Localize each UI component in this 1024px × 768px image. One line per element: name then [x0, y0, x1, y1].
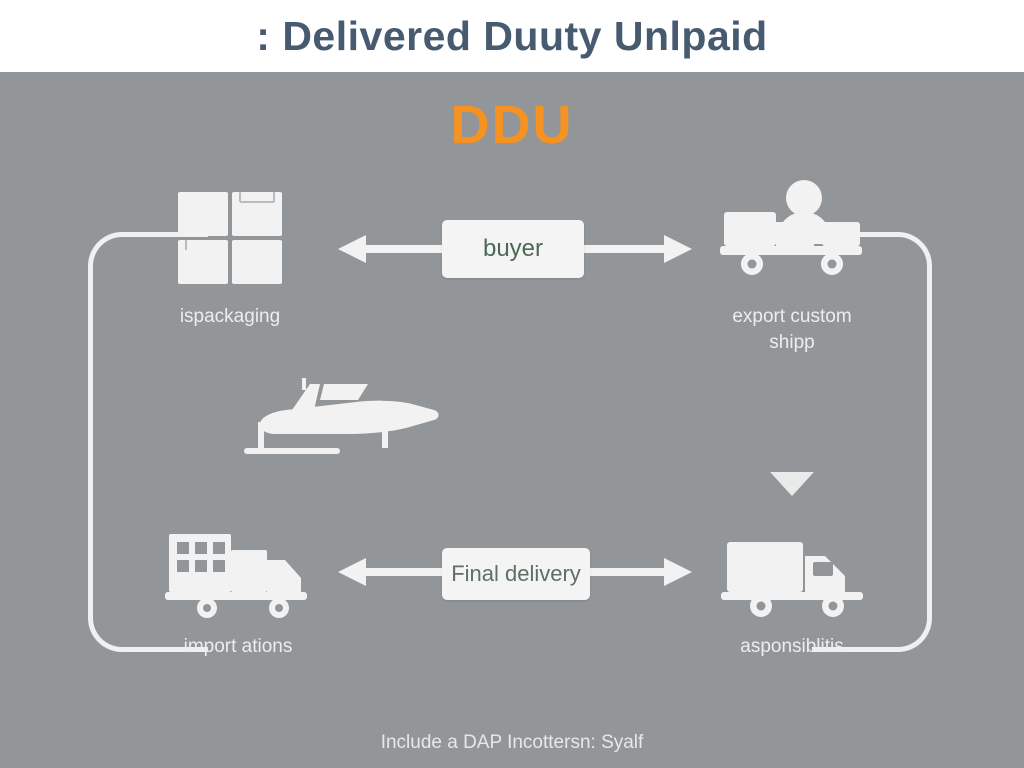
node-import-label: import ations: [183, 636, 293, 657]
title-band: : Delivered Duuty Unlpaid: [0, 0, 1024, 72]
chip-buyer-label: buyer: [482, 235, 544, 262]
chevron-down-icon: [770, 472, 814, 496]
diagram-canvas: DDU: [0, 72, 1024, 768]
truck-person-icon: [662, 172, 922, 290]
node-packaging-label: ispackaging: [179, 306, 281, 327]
node-responsibilities: asponsiblitis: [662, 502, 922, 660]
chip-buyer[interactable]: buyer: [442, 220, 584, 278]
node-import: import ations: [108, 502, 368, 660]
airplane-icon: [232, 364, 452, 474]
delivery-truck-building-icon: [108, 502, 368, 620]
node-export-line1: export custom: [732, 306, 852, 327]
truck-icon: [662, 502, 922, 620]
node-responsibilities-label: asponsiblitis: [740, 636, 844, 657]
footer-note: Include a DAP Incottersn: Syalf: [380, 732, 644, 753]
node-export-customs: export custom shipp: [662, 172, 922, 356]
acronym-heading: DDU: [450, 95, 574, 155]
node-packaging: ispackaging: [100, 172, 360, 330]
boxes-icon: [100, 172, 360, 290]
connector-track-right: [812, 232, 932, 652]
node-export-line2: shipp: [769, 332, 815, 353]
chip-final-delivery-label: Final delivery: [451, 561, 581, 586]
connector-track-left: [88, 232, 208, 652]
arrow-row-bottom: [330, 552, 700, 592]
arrow-row-top: [330, 229, 700, 269]
chip-final-delivery[interactable]: Final delivery: [442, 548, 590, 600]
node-export-customs-label: export custom shipp: [662, 304, 922, 356]
page-title: : Delivered Duuty Unlpaid: [256, 12, 768, 59]
